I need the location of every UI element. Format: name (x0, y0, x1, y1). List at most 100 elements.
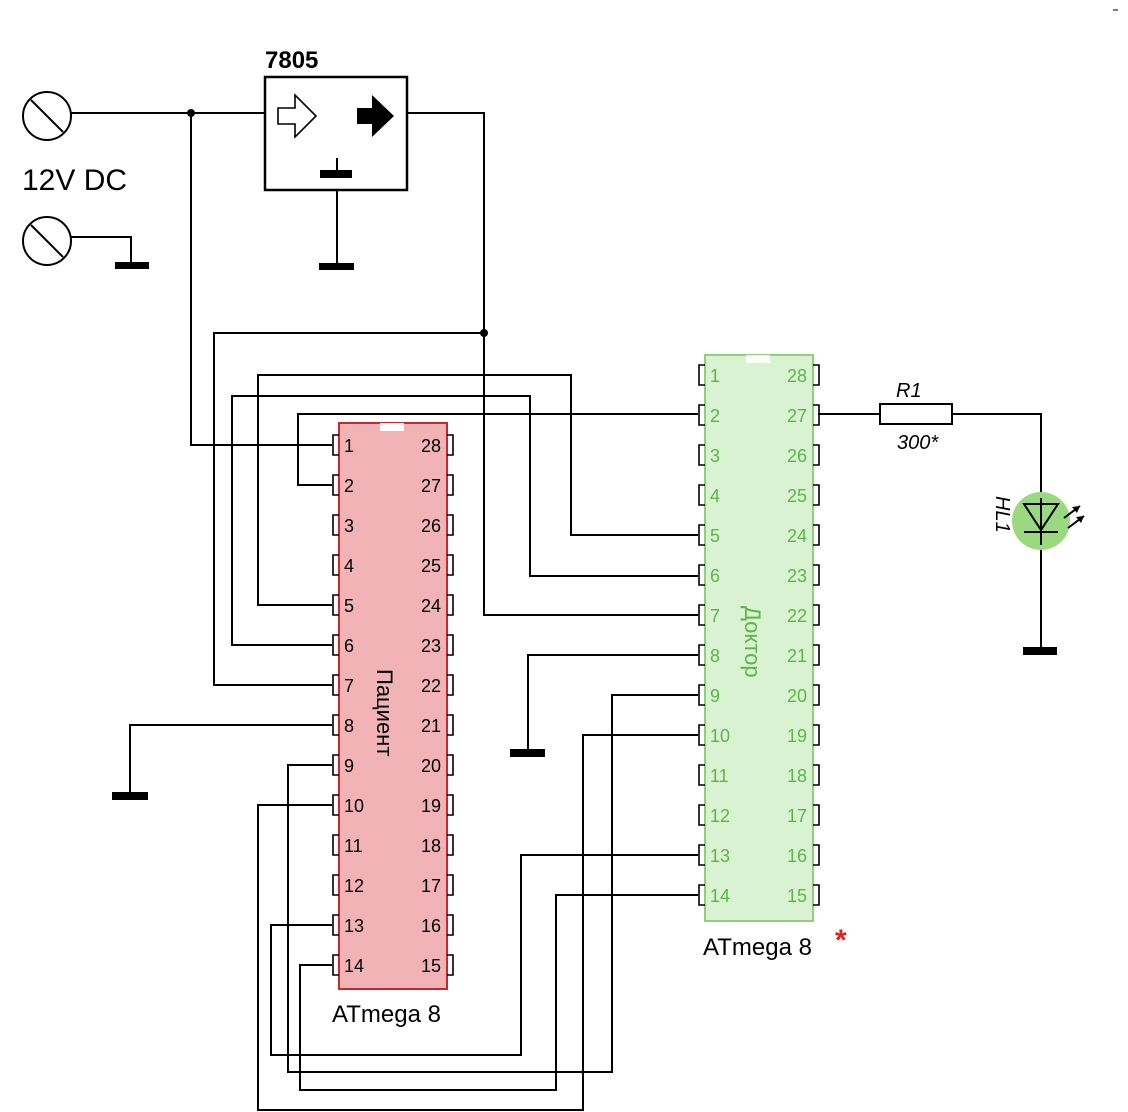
chip-pin-left (698, 604, 705, 626)
chip-pin-left (698, 804, 705, 826)
patient-chip-name: Пациент (372, 669, 397, 756)
doctor-chip-body (704, 354, 814, 922)
chip-pin-left (332, 474, 339, 496)
pin-number-left: 12 (710, 806, 730, 826)
pin-number-right: 22 (787, 606, 807, 626)
pin-number-left: 10 (344, 796, 364, 816)
chip-pin-left (332, 594, 339, 616)
chip-pin-right (447, 474, 454, 496)
chip-pin-left (698, 684, 705, 706)
output-arrow-icon (357, 95, 394, 137)
wires (71, 112, 1042, 1111)
chip-pin-left (332, 634, 339, 656)
chip-pin-left (698, 364, 705, 386)
chip-pin-left (698, 764, 705, 786)
chip-pin-left (698, 404, 705, 426)
pin-number-left: 7 (344, 676, 354, 696)
pin-number-right: 16 (787, 846, 807, 866)
pin-number-left: 14 (710, 886, 730, 906)
pin-number-left: 7 (710, 606, 720, 626)
pin-number-right: 15 (421, 956, 441, 976)
resistor-value: 300* (897, 432, 939, 454)
ground-symbol-regulator (319, 263, 354, 270)
chip-pin-right (813, 844, 820, 866)
led-ref: HL1 (991, 496, 1013, 533)
regulator-label: 7805 (265, 47, 318, 74)
chip-pin-right (813, 684, 820, 706)
chip-pin-right (813, 364, 820, 386)
pin-number-right: 26 (787, 446, 807, 466)
doctor-chip-notch (746, 355, 770, 363)
pin-number-left: 9 (710, 686, 720, 706)
chip-pin-left (698, 724, 705, 746)
chip-pin-left (332, 514, 339, 536)
pin-number-right: 19 (787, 726, 807, 746)
pin-number-left: 3 (344, 516, 354, 536)
patient-chip-model: ATmega 8 (332, 1001, 441, 1028)
chip-pin-right (447, 554, 454, 576)
pin-number-right: 20 (787, 686, 807, 706)
ground-symbol-doctor (510, 749, 545, 757)
resistor-ref: R1 (896, 380, 922, 402)
chip-pin-right (447, 594, 454, 616)
pin-number-left: 10 (710, 726, 730, 746)
pin-number-right: 17 (421, 876, 441, 896)
pin-number-right: 21 (421, 716, 441, 736)
pin-number-left: 12 (344, 876, 364, 896)
chip-pin-left (698, 564, 705, 586)
doctor-chip-model: ATmega 8 (703, 934, 812, 961)
input-arrow-icon (277, 93, 318, 139)
led-icon (1022, 503, 1060, 532)
chip-pin-left (332, 674, 339, 696)
doctor-chip-pins: 1234567891011121314282726252423222120191… (698, 364, 820, 906)
chip-pin-left (698, 884, 705, 906)
pin-number-left: 1 (344, 436, 354, 456)
pin-number-right: 19 (421, 796, 441, 816)
chip-pin-right (447, 754, 454, 776)
pin-number-right: 24 (421, 596, 441, 616)
pin-number-left: 2 (344, 476, 354, 496)
chip-pin-right (813, 644, 820, 666)
chip-pin-right (813, 724, 820, 746)
doctor-chip-name: Доктор (740, 606, 765, 678)
chip-pin-left (698, 644, 705, 666)
chip-pin-left (698, 444, 705, 466)
chip-pin-right (447, 914, 454, 936)
chip-pin-right (447, 874, 454, 896)
pin-number-right: 22 (421, 676, 441, 696)
pin-number-left: 5 (710, 526, 720, 546)
chip-pin-left (698, 844, 705, 866)
pin-number-right: 27 (787, 406, 807, 426)
chip-pin-right (447, 674, 454, 696)
light-emission-icon (1063, 505, 1085, 529)
pin-number-left: 14 (344, 956, 364, 976)
chip-pin-left (332, 874, 339, 896)
pin-number-left: 4 (344, 556, 354, 576)
pin-number-left: 3 (710, 446, 720, 466)
pin-number-right: 25 (421, 556, 441, 576)
pin-number-left: 11 (344, 836, 363, 856)
chip-pin-right (813, 564, 820, 586)
pin-number-right: 24 (787, 526, 807, 546)
pin-number-left: 13 (344, 916, 364, 936)
chip-pin-right (447, 634, 454, 656)
pin-number-right: 27 (421, 476, 441, 496)
doctor-chip-asterisk: * (835, 924, 847, 957)
pin-number-left: 9 (344, 756, 354, 776)
pin-number-left: 4 (710, 486, 720, 506)
chip-pin-left (332, 554, 339, 576)
chip-pin-right (447, 834, 454, 856)
chip-pin-right (813, 804, 820, 826)
resistor-r1-body (879, 403, 953, 425)
chip-pin-left (332, 434, 339, 456)
pin-number-left: 6 (344, 636, 354, 656)
pin-number-right: 28 (787, 366, 807, 386)
pin-number-left: 2 (710, 406, 720, 426)
chip-pin-left (698, 524, 705, 546)
pin-number-right: 26 (421, 516, 441, 536)
chip-pin-right (813, 884, 820, 906)
pin-number-left: 1 (710, 366, 720, 386)
chip-pin-left (332, 754, 339, 776)
